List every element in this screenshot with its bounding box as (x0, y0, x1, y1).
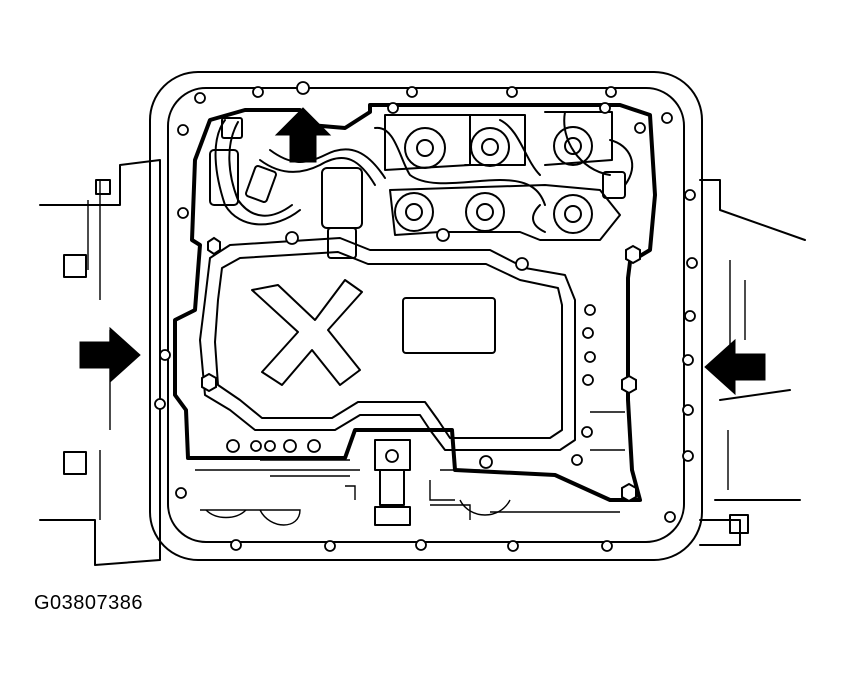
oil-pan-flange (149, 71, 703, 561)
solenoid-upper-row (384, 111, 613, 171)
lower-valve-details (195, 411, 625, 526)
valve-body-bolts (201, 102, 646, 503)
wiring-harness (209, 111, 634, 259)
oil-strainer (199, 237, 576, 451)
figure-caption: G03807386 (34, 592, 144, 614)
flange-bolts (154, 81, 698, 552)
arrow-left (704, 338, 766, 396)
solenoid-lower-row (389, 184, 621, 241)
transmission-case-right (699, 179, 806, 546)
arrow-right (79, 326, 141, 384)
transmission-case-left (39, 159, 161, 566)
arrow-up (274, 107, 332, 163)
